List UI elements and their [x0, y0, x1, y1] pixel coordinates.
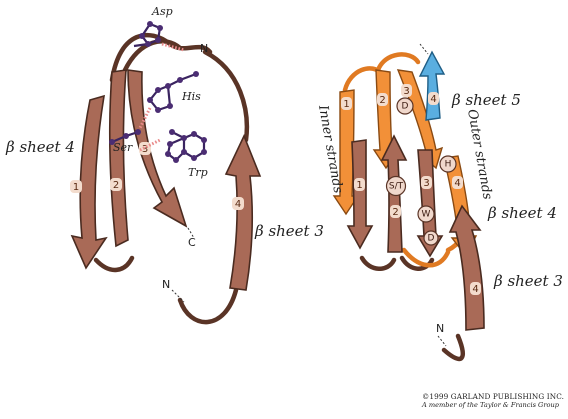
- svg-text:2: 2: [379, 95, 385, 106]
- right-n-loop: [441, 333, 465, 362]
- left-label-beta-sheet-3: β sheet 3: [254, 222, 324, 240]
- copyright-line-1: ©1999 GARLAND PUBLISHING INC.: [422, 392, 565, 401]
- hbond-asp-his: [161, 42, 185, 52]
- left-structure: 1 2 3 4: [5, 5, 324, 325]
- svg-text:3: 3: [142, 144, 148, 155]
- hbond-his-ser: [138, 107, 152, 129]
- svg-text:3: 3: [403, 86, 409, 97]
- trp-side-chain: [165, 129, 207, 163]
- right-strand-number-o1: 1: [341, 97, 352, 110]
- right-strand-number-b4: 4: [428, 92, 439, 105]
- right-n-terminus: N: [436, 322, 444, 335]
- right-inner-strand-1: [346, 139, 374, 250]
- left-c-terminus-dash: [187, 227, 195, 239]
- left-n-terminus-bottom: N: [162, 278, 170, 291]
- right-strand-number-i2: 2: [390, 205, 401, 218]
- svg-text:4: 4: [235, 199, 241, 210]
- copyright-line-2: A member of the Taylor & Francis Group: [422, 401, 559, 409]
- copyright-notice: ©1999 GARLAND PUBLISHING INC. A member o…: [422, 392, 568, 409]
- svg-text:1: 1: [356, 180, 362, 191]
- svg-text:1: 1: [343, 99, 349, 110]
- residue-label-his: His: [181, 90, 201, 103]
- svg-text:D: D: [402, 102, 409, 112]
- svg-text:4: 4: [472, 284, 478, 295]
- left-label-beta-sheet-4: β sheet 4: [5, 138, 75, 156]
- right-label-beta-sheet-4: β sheet 4: [487, 204, 557, 222]
- svg-text:D: D: [428, 234, 435, 244]
- svg-text:1: 1: [73, 182, 79, 193]
- right-strand-number-i4: 4: [452, 176, 463, 189]
- right-label-beta-sheet-5: β sheet 5: [451, 91, 521, 109]
- svg-text:4: 4: [454, 178, 460, 189]
- left-c-terminus: C: [188, 236, 196, 249]
- svg-text:2: 2: [392, 207, 398, 218]
- left-n-terminus-top: N: [200, 42, 208, 55]
- right-bottom-loop-1: [359, 255, 397, 271]
- left-loop-1-2: [93, 255, 135, 273]
- label-outer-strands: Outer strands: [464, 108, 495, 201]
- right-top-loop-2: [375, 52, 421, 73]
- residue-marker-st: S/T: [385, 175, 407, 197]
- right-bottom-loop-2: [399, 255, 435, 271]
- right-inner-strand-4: [448, 204, 485, 331]
- left-strand-number-3: 3: [139, 142, 151, 155]
- residue-label-asp: Asp: [151, 5, 173, 18]
- left-strand-1: [70, 94, 108, 270]
- residue-label-trp: Trp: [188, 166, 208, 179]
- right-top-dash: [419, 43, 429, 55]
- svg-text:H: H: [445, 160, 452, 170]
- svg-text:2: 2: [113, 180, 119, 191]
- right-strand-number-o2: 2: [377, 93, 388, 106]
- left-strand-2: [108, 69, 129, 248]
- right-strand-number-i3: 3: [421, 176, 432, 189]
- left-n-terminus-dash: [171, 289, 185, 303]
- left-bottom-loop: [177, 287, 239, 325]
- right-outer-strand-1: [332, 89, 360, 216]
- right-strand-number-b4b: 4: [470, 282, 481, 295]
- right-structure: 1 2 3 4 1 2 3 4: [315, 43, 563, 362]
- asp-side-chain: [133, 21, 163, 48]
- svg-text:4: 4: [430, 94, 436, 105]
- residue-marker-w: W: [417, 205, 435, 223]
- right-strand-number-o3: 3: [401, 84, 412, 97]
- residue-marker-h: H: [439, 155, 457, 173]
- left-strand-number-1: 1: [70, 180, 82, 193]
- right-label-beta-sheet-3: β sheet 3: [493, 272, 563, 290]
- right-strand-number-i1: 1: [354, 178, 365, 191]
- left-strand-4: [224, 134, 262, 291]
- left-strand-number-2: 2: [110, 178, 122, 191]
- residue-marker-d-bottom: D: [423, 230, 439, 246]
- his-side-chain: [147, 71, 199, 113]
- residue-marker-d-top: D: [396, 97, 414, 115]
- svg-text:S/T: S/T: [389, 182, 404, 192]
- left-right-loop: [202, 49, 249, 143]
- residue-label-ser: Ser: [113, 141, 133, 154]
- hbond-ser-trp: [139, 138, 161, 152]
- svg-text:W: W: [422, 210, 431, 220]
- right-bottom-orange-loop: [401, 247, 451, 268]
- ser-side-chain: [109, 129, 141, 145]
- svg-text:3: 3: [423, 178, 429, 189]
- left-strand-number-4: 4: [232, 197, 244, 210]
- right-n-terminus-dash: [437, 335, 447, 347]
- left-strand-3: [127, 69, 188, 228]
